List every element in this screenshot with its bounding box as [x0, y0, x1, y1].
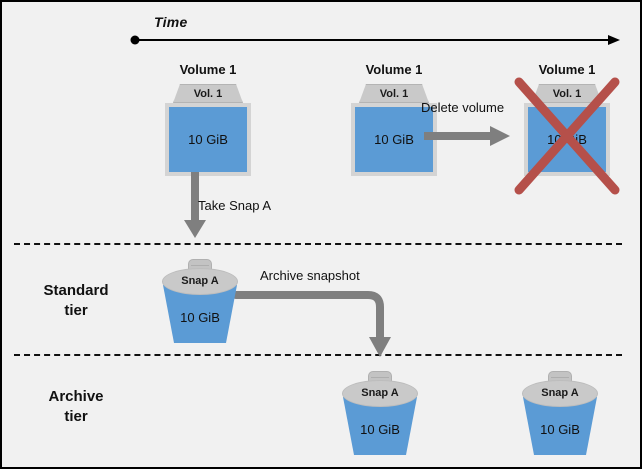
archive-snapshot-label: Archive snapshot [260, 268, 360, 283]
tier-label-archive-line2: tier [64, 408, 88, 425]
volume-1-deleted-title: Volume 1 [538, 62, 596, 77]
volume-1-deleted-size: 10 GiB [524, 103, 610, 176]
tier-divider-standard [14, 243, 622, 245]
tier-divider-archive [14, 354, 622, 356]
volume-1-before-delete-size: 10 GiB [351, 103, 437, 176]
delete-volume-arrow-right-icon [424, 126, 510, 146]
tier-label-standard-line2: tier [64, 302, 88, 319]
volume-1-deleted-tab: Vol. 1 [532, 84, 602, 103]
tier-label-archive-line1: Archive [48, 388, 104, 405]
tier-label-archive: Archive tier [16, 387, 136, 427]
take-snapshot-label: Take Snap A [198, 198, 271, 213]
volume-1-before-delete-tab: Vol. 1 [359, 84, 429, 103]
take-snapshot-arrow-down-icon [184, 172, 206, 238]
snap-a-archive-1: Snap A 10 GiB [337, 371, 423, 457]
volume-1-initial-size: 10 GiB [165, 103, 251, 176]
snap-a-standard: Snap A 10 GiB [157, 259, 243, 345]
delete-volume-label: Delete volume [421, 100, 505, 115]
snap-a-archive-2-lid: Snap A [522, 380, 598, 407]
archive-snapshot-arrow-elbow-icon [234, 291, 391, 357]
timeline-label: Time [154, 14, 188, 30]
tier-label-standard-line1: Standard [43, 282, 109, 299]
snap-a-standard-lid: Snap A [162, 268, 238, 295]
timeline-axis-arrow-right-icon [130, 35, 620, 45]
snap-a-archive-1-lid: Snap A [342, 380, 418, 407]
volume-1-initial-title: Volume 1 [179, 62, 237, 77]
volume-1-before-delete-title: Volume 1 [365, 62, 423, 77]
tier-label-standard: Standard tier [16, 281, 136, 321]
volume-1-initial-tab: Vol. 1 [173, 84, 243, 103]
snap-a-archive-2: Snap A 10 GiB [517, 371, 603, 457]
